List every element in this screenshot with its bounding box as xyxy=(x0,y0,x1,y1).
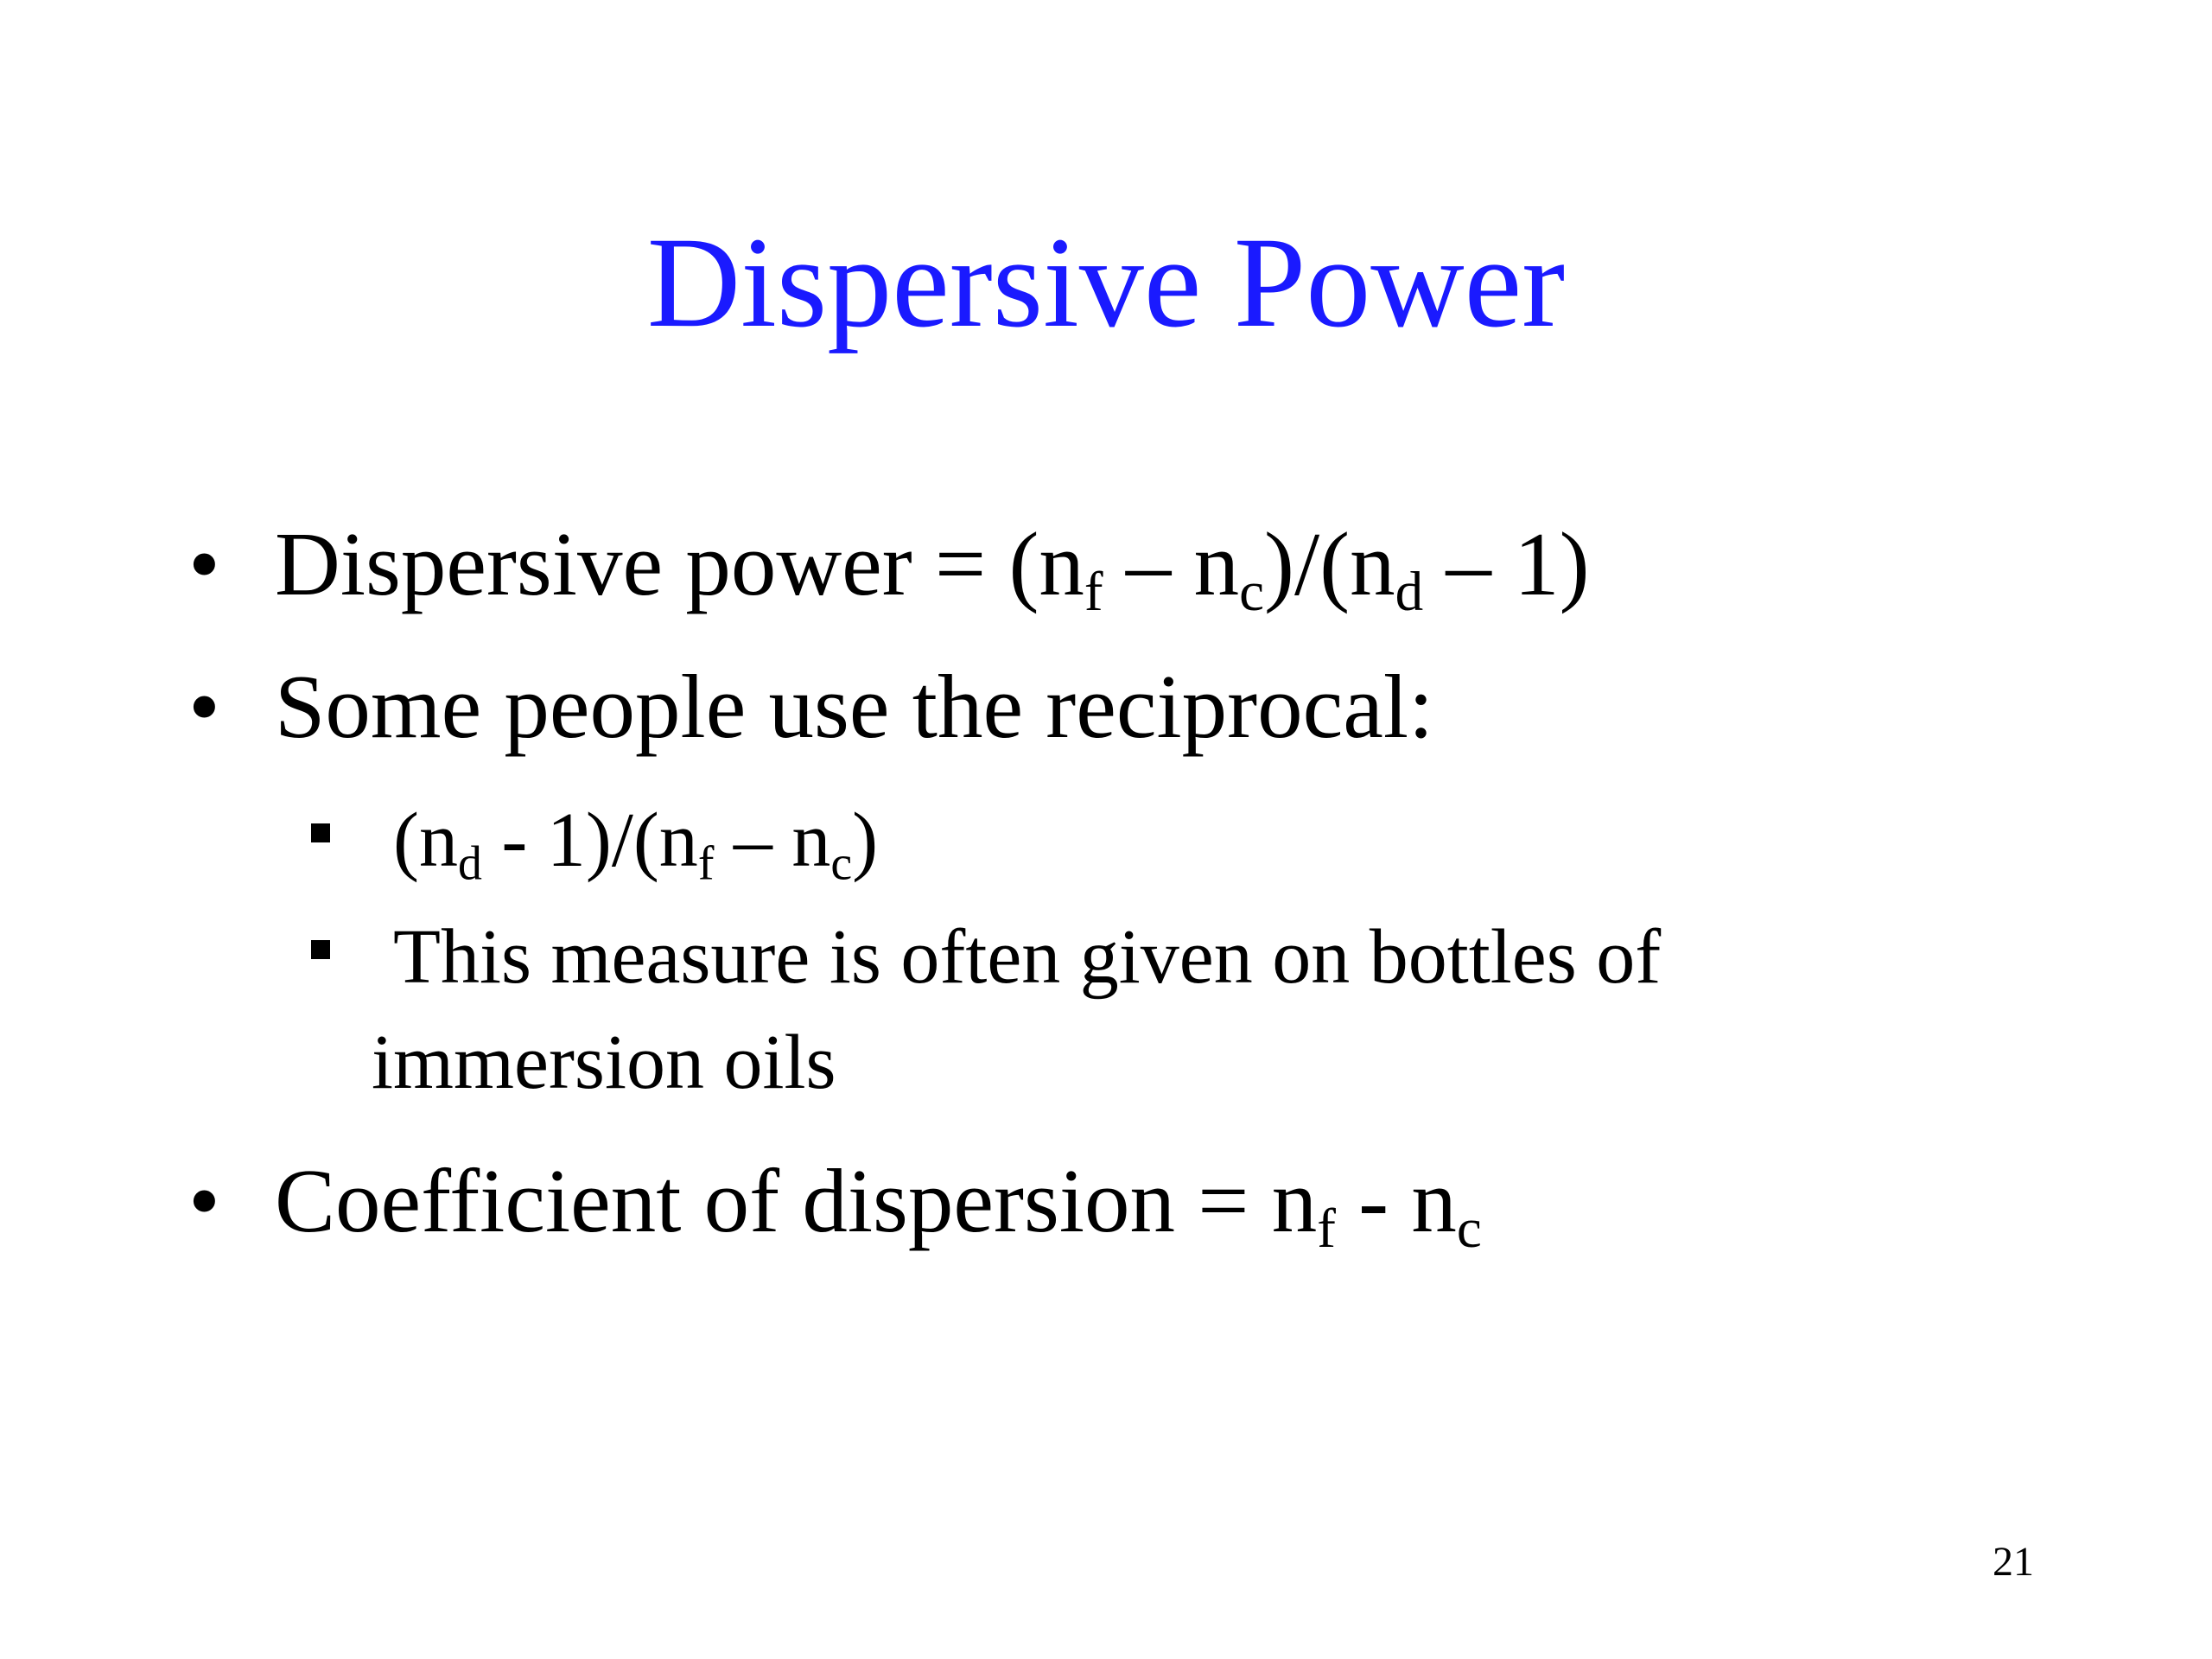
dispersive-power-formula: (nf – nc)/(nd – 1) xyxy=(1008,513,1590,624)
bullet-label: Dispersive power = xyxy=(275,513,1009,614)
reciprocal-formula: (nd - 1)/(nf – nc) xyxy=(393,798,879,891)
subbullet-line-1: This measure is often given on bottles o… xyxy=(393,914,1662,1000)
square-bullet-icon xyxy=(311,823,330,842)
slide-title: Dispersive Power xyxy=(646,211,1566,354)
bullet-marker: • xyxy=(188,1150,220,1251)
subbullet-line-2: immersion oils xyxy=(372,1020,836,1105)
bullet-text: Some people use the reciprocal: xyxy=(275,656,1434,757)
square-bullet-icon xyxy=(311,940,330,959)
bullet-marker: • xyxy=(188,656,220,757)
bullet-text: Coefficient of dispersion = nf - nc xyxy=(275,1150,1482,1261)
bullet-text: Dispersive power = (nf – nc)/(nd – 1) xyxy=(275,518,1590,620)
page-number: 21 xyxy=(1993,1539,2034,1585)
bullet-marker: • xyxy=(188,513,220,614)
